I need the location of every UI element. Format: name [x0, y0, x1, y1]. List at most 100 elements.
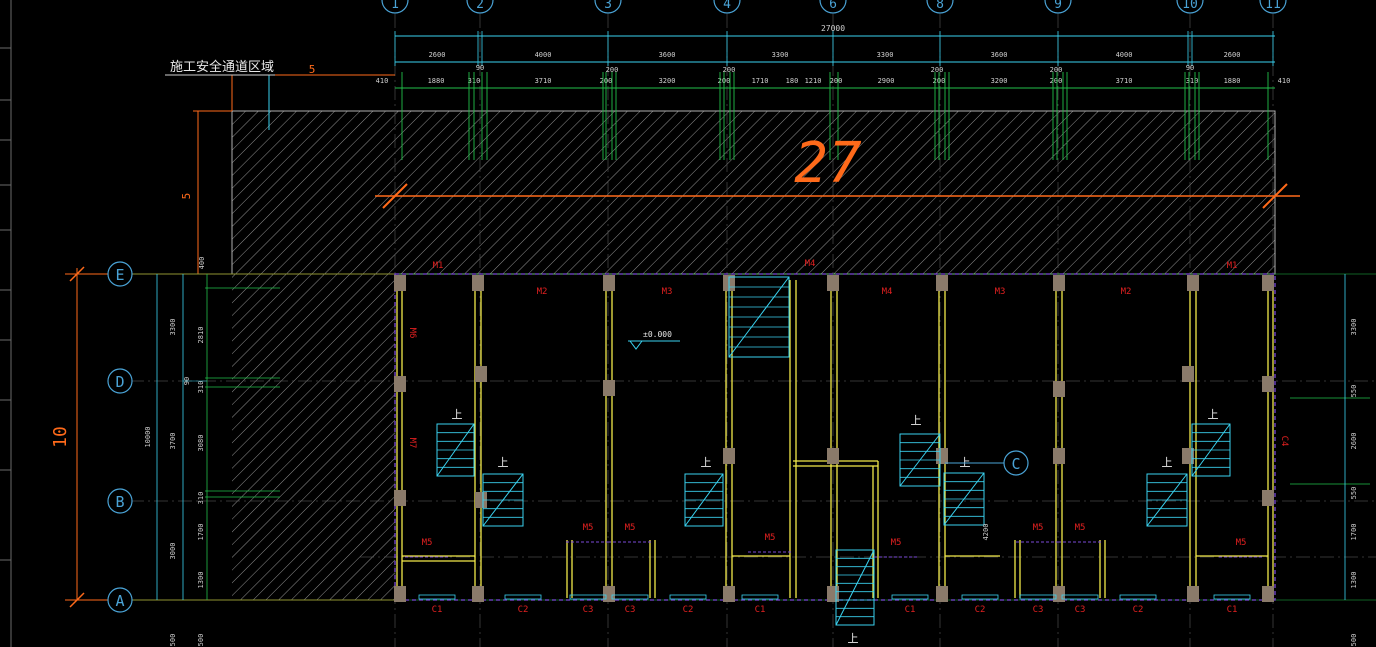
dimension-text: 3300	[1350, 319, 1358, 336]
dimension-text: 2600	[1350, 433, 1358, 450]
column	[827, 448, 839, 464]
dimension-text: 200	[1050, 66, 1063, 74]
column	[936, 448, 948, 464]
stair: 上	[943, 456, 985, 526]
left-dim-400: 400	[198, 257, 206, 270]
dimension-text: 200	[606, 66, 619, 74]
dimension-text: 3600	[991, 51, 1008, 59]
stair: 上	[436, 408, 475, 477]
column	[936, 275, 948, 291]
axis-label-left: B	[115, 493, 124, 511]
structural-columns	[394, 275, 1274, 602]
axis-label-top: 1	[391, 0, 399, 12]
axis-label-top: 8	[936, 0, 944, 12]
dimension-text: 1300	[197, 572, 205, 589]
column	[472, 275, 484, 291]
door-label: M5	[891, 538, 902, 548]
column	[1053, 448, 1065, 464]
column	[1053, 381, 1065, 397]
stair: 上	[482, 456, 524, 527]
room-label-m4: M4	[805, 259, 816, 269]
dimension-text: 1700	[197, 524, 205, 541]
window-label: C1	[905, 605, 916, 615]
room-label-m1: M1	[1227, 261, 1238, 271]
room-label-m2: M2	[1121, 287, 1132, 297]
axis-bubble-top-11	[1259, 0, 1287, 14]
column	[723, 448, 735, 464]
door-label: M5	[765, 533, 776, 543]
axis-label-top: 6	[829, 0, 837, 12]
room-label-m2: M2	[537, 287, 548, 297]
column	[1182, 366, 1194, 382]
dimension-text: 2810	[197, 327, 205, 344]
dimension-text: 310	[197, 381, 205, 394]
dimension-text: 500	[169, 634, 177, 647]
dimension-text: 3700	[169, 433, 177, 450]
stair-up-label: 上	[452, 408, 463, 421]
dimension-text: 200	[931, 66, 944, 74]
axis-bubble-top-2	[466, 0, 494, 14]
stair-up-label: 上	[848, 632, 859, 645]
dimension-text: 410	[1278, 77, 1291, 85]
dimension-text: 1210	[805, 77, 822, 85]
axis-label-top: 9	[1054, 0, 1062, 12]
region-dim-horizontal: 5	[309, 63, 316, 76]
column	[1262, 490, 1274, 506]
building-walls	[394, 273, 1276, 601]
left-total-label: 10000	[144, 426, 152, 447]
axis-bubble-left-A	[107, 587, 133, 613]
column	[1187, 586, 1199, 602]
room-label-c4: C4	[1279, 436, 1289, 447]
dimension-text: 200	[830, 77, 843, 85]
dimension-text: 550	[1350, 487, 1358, 500]
region-label: 施工安全通道区域	[170, 59, 274, 75]
stair-up-label: 上	[1162, 456, 1173, 469]
dimension-text: 90	[1186, 64, 1194, 72]
dimension-text: 3710	[535, 77, 552, 85]
dimension-text: 3200	[991, 77, 1008, 85]
room-label-m3: M3	[662, 287, 673, 297]
dimension-text: 310	[1186, 77, 1199, 85]
column	[936, 586, 948, 602]
dimension-text: 3300	[772, 51, 789, 59]
dimension-text: 200	[723, 66, 736, 74]
column	[723, 586, 735, 602]
window-label: C3	[583, 605, 594, 615]
dimension-text: 2600	[1224, 51, 1241, 59]
dimension-text: 500	[1350, 634, 1358, 647]
axis-label-top: 11	[1265, 0, 1281, 12]
window-label: C3	[1075, 605, 1086, 615]
axis-label-left: D	[115, 373, 124, 391]
column	[1262, 275, 1274, 291]
stair: 上	[1146, 456, 1188, 527]
dimension-text: 550	[1350, 385, 1358, 398]
axis-label-top: 3	[604, 0, 612, 12]
orange-dimensions: 5 5 27 10 400	[50, 63, 1300, 608]
left-dimension-block: 10000	[144, 274, 208, 600]
dimension-text: 3600	[659, 51, 676, 59]
stair-up-label: 上	[701, 456, 712, 469]
dimension-text: 90	[476, 64, 484, 72]
column	[394, 275, 406, 291]
axis-label-top: 4	[723, 0, 731, 12]
level-mark: ±0.000	[628, 330, 680, 350]
window-label: C1	[755, 605, 766, 615]
dimension-text: 3000	[169, 543, 177, 560]
axis-bubble-top-8	[926, 0, 954, 14]
total-width-label: 27000	[821, 24, 845, 33]
column	[603, 586, 615, 602]
dimension-text: 1880	[1224, 77, 1241, 85]
safety-corridor-hatch	[231, 110, 1276, 600]
door-label: M5	[1033, 523, 1044, 533]
axis-bubble-top-9	[1044, 0, 1072, 14]
axis-label-top: 2	[476, 0, 484, 12]
column	[603, 380, 615, 396]
top-dimension-block: 27000	[395, 24, 1275, 89]
dimension-text: 200	[1050, 77, 1063, 85]
window-label: C2	[683, 605, 694, 615]
right-elevation-label: 4200	[982, 524, 990, 541]
window-label: C2	[975, 605, 986, 615]
column	[603, 275, 615, 291]
